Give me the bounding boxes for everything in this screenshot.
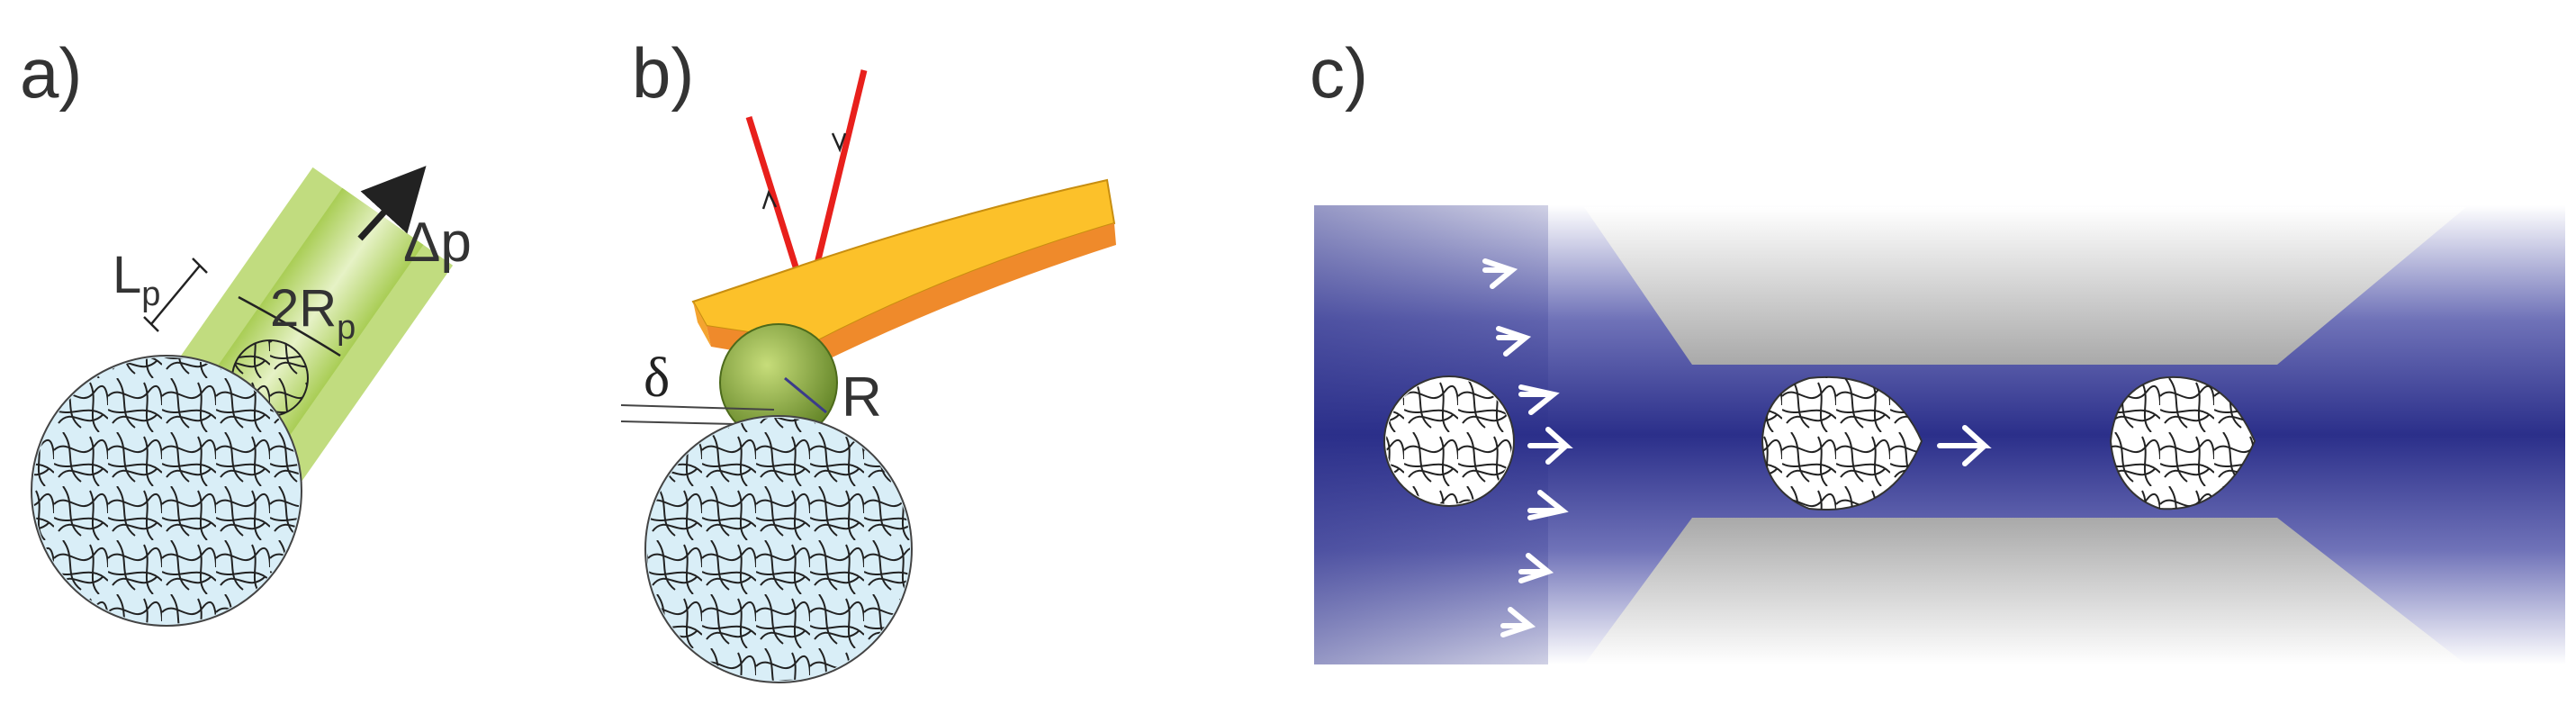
rp-dimension-line <box>238 295 341 357</box>
panel-a-label: a) <box>20 33 82 113</box>
panel-a: a) Lp 2Rp Δp <box>20 33 472 627</box>
dp-label: Δp <box>403 212 472 274</box>
bead-radius-label: R <box>842 366 882 429</box>
lp-label: Lp <box>113 246 160 313</box>
pressure-arrow <box>357 166 427 241</box>
lp-dimension-line <box>150 265 201 325</box>
panel-c-label: c) <box>1310 33 1368 113</box>
wall-top <box>1584 207 2466 365</box>
indentation-label: δ <box>644 348 670 409</box>
panel-c: c) <box>1310 33 2565 664</box>
wall-bottom <box>1584 518 2466 664</box>
cell-b-network <box>647 418 910 681</box>
laser-out-arrow <box>831 132 847 153</box>
cell-a-network <box>33 357 300 624</box>
panel-b-label: b) <box>632 33 694 113</box>
flow-arrows <box>1482 258 1992 637</box>
cantilever-side <box>707 223 1116 365</box>
panel-b: b) R δ <box>620 33 1116 683</box>
laser-in-arrow <box>761 189 778 210</box>
bead-radius <box>784 376 827 414</box>
rp-label: 2Rp <box>270 279 356 347</box>
